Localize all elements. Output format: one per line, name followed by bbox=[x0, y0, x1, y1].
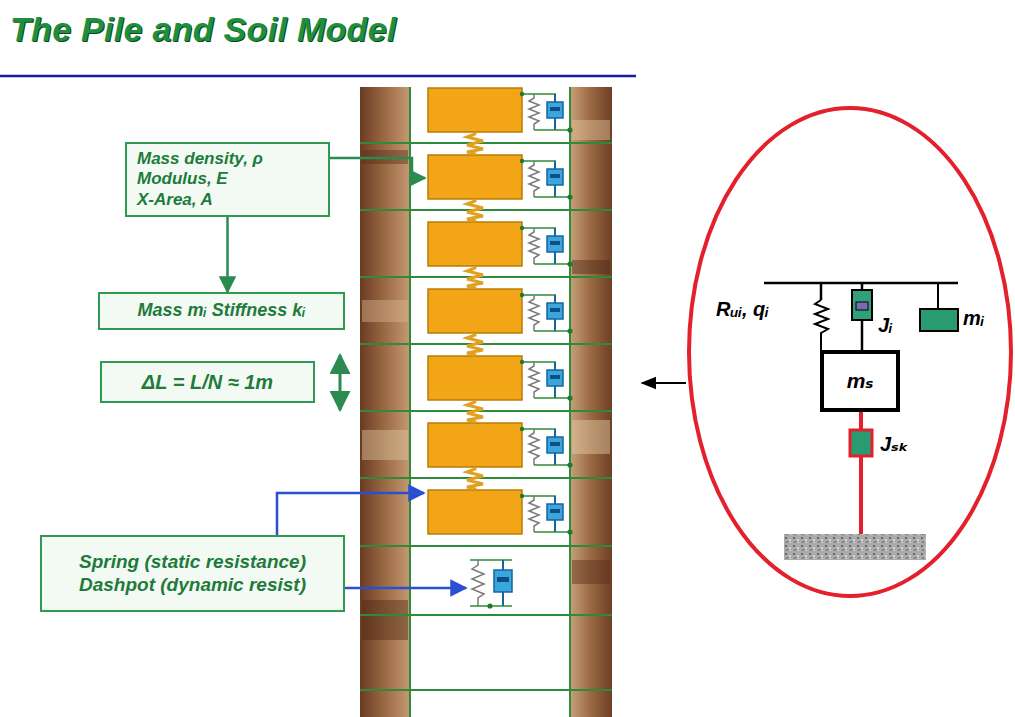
node-text: Mass density, ρ bbox=[137, 149, 263, 169]
node-text: Dashpot (dynamic resist) bbox=[79, 574, 306, 597]
spring-label: Rᵤᵢ, qᵢ bbox=[716, 298, 769, 321]
discretisation-callout: Mass mᵢ Stiffness kᵢ bbox=[98, 292, 345, 330]
node-text: ΔL = L/N ≈ 1m bbox=[142, 370, 273, 394]
node-text: Spring (static resistance) bbox=[79, 551, 306, 574]
dashpot-label: Jₛₖ bbox=[880, 432, 909, 456]
diagram-title: The Pile and Soil Model bbox=[10, 10, 397, 49]
node-text: Modulus, E bbox=[137, 169, 228, 189]
soil-mass-box: mₛ bbox=[820, 350, 900, 412]
soil-model-callout: Spring (static resistance)Dashpot (dynam… bbox=[40, 535, 345, 612]
node-text: X-Area, A bbox=[137, 190, 213, 210]
mass-label: mᵢ bbox=[963, 307, 984, 330]
dashpot-label: Jᵢ bbox=[878, 314, 893, 337]
node-text: Mass mᵢ Stiffness kᵢ bbox=[138, 300, 306, 322]
flow-arrow bbox=[226, 217, 229, 292]
property-callout: Mass density, ρModulus, EX-Area, A bbox=[125, 142, 330, 217]
node-text: mₛ bbox=[847, 369, 874, 393]
segment-length-callout: ΔL = L/N ≈ 1m bbox=[100, 361, 315, 403]
